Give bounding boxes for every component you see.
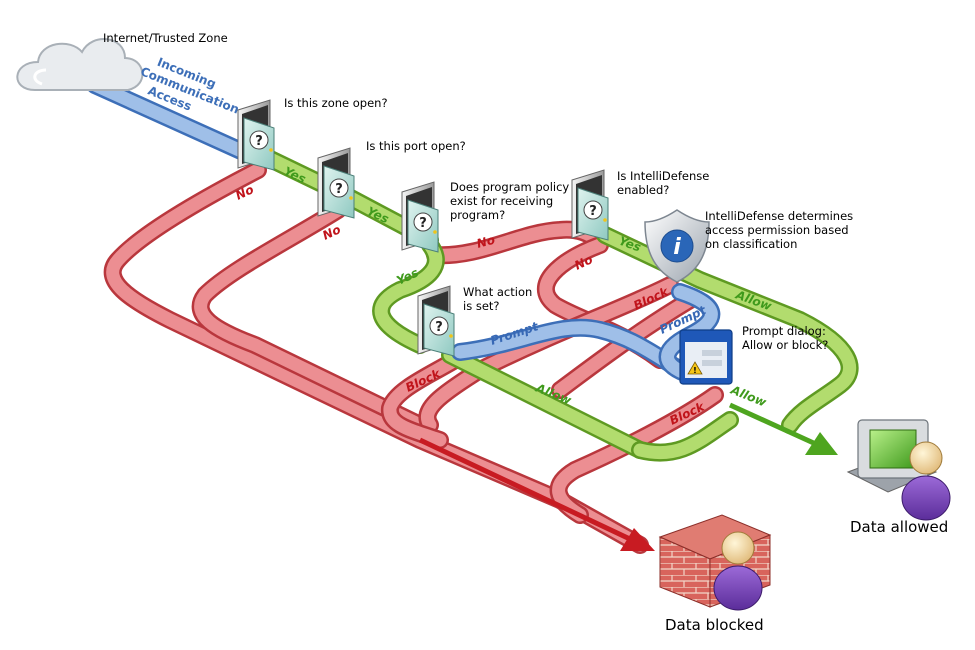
svg-text:?: ? — [419, 216, 427, 231]
outcome-allowed: Data allowed — [850, 518, 948, 536]
outcome-blocked: Data blocked — [665, 616, 764, 634]
svg-text:?: ? — [435, 320, 443, 335]
svg-text:program?: program? — [450, 208, 505, 222]
door-zone-icon: ? — [237, 99, 275, 171]
svg-text:i: i — [673, 235, 681, 260]
svg-text:is set?: is set? — [463, 299, 500, 313]
user-blocked-icon — [713, 531, 763, 611]
source-label: Internet/Trusted Zone — [103, 31, 228, 45]
svg-text:?: ? — [255, 134, 263, 149]
info-shield-icon: i — [644, 209, 710, 283]
svg-text:access permission based: access permission based — [705, 223, 849, 237]
door-action-icon: ? — [417, 285, 455, 357]
cloud-icon — [16, 38, 144, 91]
blocked-arrow — [418, 437, 655, 551]
allowed-arrow — [728, 402, 838, 455]
question-zone: Is this zone open? — [284, 96, 388, 110]
svg-text:What action: What action — [463, 285, 532, 299]
question-action: What action is set? — [463, 285, 532, 313]
svg-text:?: ? — [589, 204, 597, 219]
svg-text:Does program policy: Does program policy — [450, 180, 569, 194]
svg-text:Is IntelliDefense: Is IntelliDefense — [617, 169, 709, 183]
user-allowed-icon — [901, 441, 951, 521]
question-determines: IntelliDefense determines access permiss… — [705, 209, 853, 251]
svg-text:IntelliDefense determines: IntelliDefense determines — [705, 209, 853, 223]
door-intellidefense-icon: ? — [571, 169, 609, 241]
svg-text:!: ! — [693, 366, 697, 375]
svg-text:Prompt dialog:: Prompt dialog: — [742, 324, 826, 338]
red-paths — [103, 161, 724, 554]
svg-text:on classification: on classification — [705, 237, 797, 251]
door-policy-icon: ? — [401, 181, 439, 253]
label-no-3: No — [475, 233, 496, 251]
prompt-dialog-icon: ! — [679, 329, 733, 385]
question-prompt-dialog: Prompt dialog: Allow or block? — [742, 324, 828, 352]
question-policy: Does program policy exist for receiving … — [450, 180, 569, 222]
svg-text:exist for receiving: exist for receiving — [450, 194, 553, 208]
door-port-icon: ? — [317, 147, 355, 219]
svg-text:enabled?: enabled? — [617, 183, 669, 197]
svg-text:?: ? — [335, 182, 343, 197]
question-intellidefense: Is IntelliDefense enabled? — [617, 169, 709, 197]
svg-text:Allow or block?: Allow or block? — [742, 338, 828, 352]
question-port: Is this port open? — [366, 139, 466, 153]
